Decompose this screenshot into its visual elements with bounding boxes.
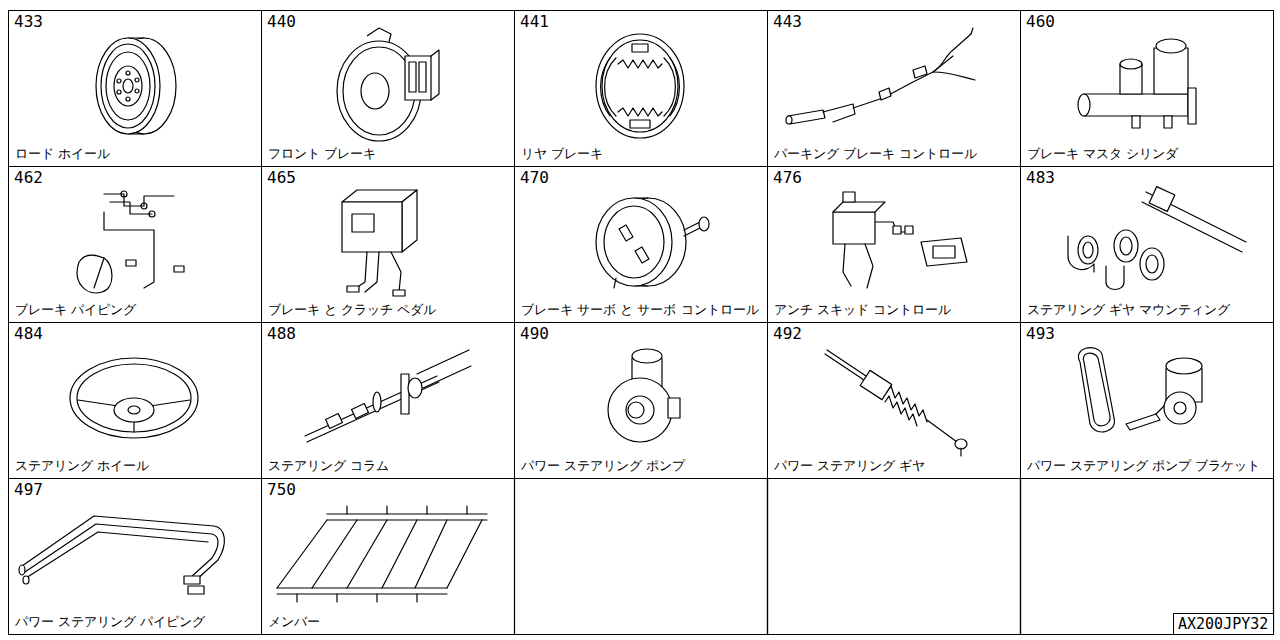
part-name: パワー ステアリング ポンプ	[521, 457, 685, 475]
front-brake-drawing	[337, 28, 439, 141]
pedal-drawing	[342, 190, 417, 296]
drawing-code: AX200JPY32	[1174, 614, 1273, 634]
rear-brake-drawing	[596, 34, 684, 138]
ps-piping-drawing	[19, 516, 224, 594]
parts-cell: 490 パワー ステアリング ポンプ	[514, 322, 768, 479]
part-name: パーキング ブレーキ コントロール	[774, 145, 977, 163]
empty-cell	[768, 479, 1021, 635]
part-name: パワー ステアリング パイピング	[15, 613, 205, 631]
parts-cell: 483 ステアリング ギヤ マウンティング	[1020, 166, 1274, 323]
parts-cell: 440 フロント ブレーキ	[261, 10, 515, 167]
empty-cell	[1021, 479, 1274, 635]
part-name: ブレーキ パイピング	[15, 301, 136, 319]
parts-cell: 750 メンバー	[261, 478, 515, 635]
member-frame-drawing	[277, 506, 487, 602]
part-name: ブレーキ と クラッチ ペダル	[268, 301, 436, 319]
callout-number: 462	[14, 168, 43, 187]
callout-number: 470	[520, 168, 549, 187]
callout-number: 490	[520, 324, 549, 343]
callout-number: 750	[267, 480, 296, 499]
callout-number: 488	[267, 324, 296, 343]
callout-number: 492	[773, 324, 802, 343]
callout-number: 483	[1026, 168, 1055, 187]
callout-number: 476	[773, 168, 802, 187]
parts-cell: 443 パーキング ブレーキ コントロール	[767, 10, 1021, 167]
wheel-drawing	[96, 38, 176, 134]
abs-drawing	[833, 192, 967, 288]
parts-cell: 492 パワー ステアリング ギヤ	[767, 322, 1021, 479]
callout-number: 460	[1026, 12, 1055, 31]
parts-cell: 497 パワー ステアリング パイピング	[8, 478, 262, 635]
callout-number: 493	[1026, 324, 1055, 343]
parking-brake-drawing	[786, 28, 975, 124]
part-name: ブレーキ マスタ シリンダ	[1027, 145, 1178, 163]
ps-gear-drawing	[825, 350, 967, 456]
part-name: ステアリング コラム	[268, 457, 389, 475]
empty-cell	[515, 479, 768, 635]
part-name: ステアリング ギヤ マウンティング	[1027, 301, 1230, 319]
part-name: ロード ホイール	[15, 145, 110, 163]
parts-cell: 462 ブレーキ パイピング	[8, 166, 262, 323]
parts-cell: 441 リヤ ブレーキ	[514, 10, 768, 167]
parts-cell: 433 ロード ホイール	[8, 10, 262, 167]
drawing-code-box: AX200JPY32	[1173, 613, 1274, 635]
callout-number: 443	[773, 12, 802, 31]
ps-pump-drawing	[608, 349, 680, 442]
part-name: メンバー	[268, 613, 320, 631]
master-cylinder-drawing	[1078, 39, 1196, 128]
steering-wheel-drawing	[70, 358, 198, 438]
part-name: ブレーキ サーボ と サーボ コントロール	[521, 301, 759, 319]
parts-cell: 465 ブレーキ と クラッチ ペダル	[261, 166, 515, 323]
parts-cell: 484 ステアリング ホイール	[8, 322, 262, 479]
callout-number: 433	[14, 12, 43, 31]
callout-number: 465	[267, 168, 296, 187]
callout-number: 497	[14, 480, 43, 499]
gear-mounting-drawing	[1068, 187, 1246, 290]
part-name: フロント ブレーキ	[268, 145, 376, 163]
part-name: ステアリング ホイール	[15, 457, 149, 475]
brake-piping-drawing	[77, 191, 184, 293]
parts-cell: 470 ブレーキ サーボ と サーボ コントロール	[514, 166, 768, 323]
parts-cell: 488 ステアリング コラム	[261, 322, 515, 479]
steering-column-drawing	[305, 350, 471, 442]
parts-cell: 460 ブレーキ マスタ シリンダ	[1020, 10, 1274, 167]
parts-cell: 476 アンチ スキッド コントロール	[767, 166, 1021, 323]
callout-number: 484	[14, 324, 43, 343]
part-name: パワー ステアリング ギヤ	[774, 457, 925, 475]
part-name: リヤ ブレーキ	[521, 145, 603, 163]
callout-number: 441	[520, 12, 549, 31]
parts-cell: 493 パワー ステアリング ポンプ ブラケット	[1020, 322, 1274, 479]
callout-number: 440	[267, 12, 296, 31]
part-name: アンチ スキッド コントロール	[774, 301, 951, 319]
part-name: パワー ステアリング ポンプ ブラケット	[1027, 457, 1260, 475]
brake-servo-drawing	[596, 198, 709, 288]
pump-bracket-drawing	[1078, 348, 1202, 432]
